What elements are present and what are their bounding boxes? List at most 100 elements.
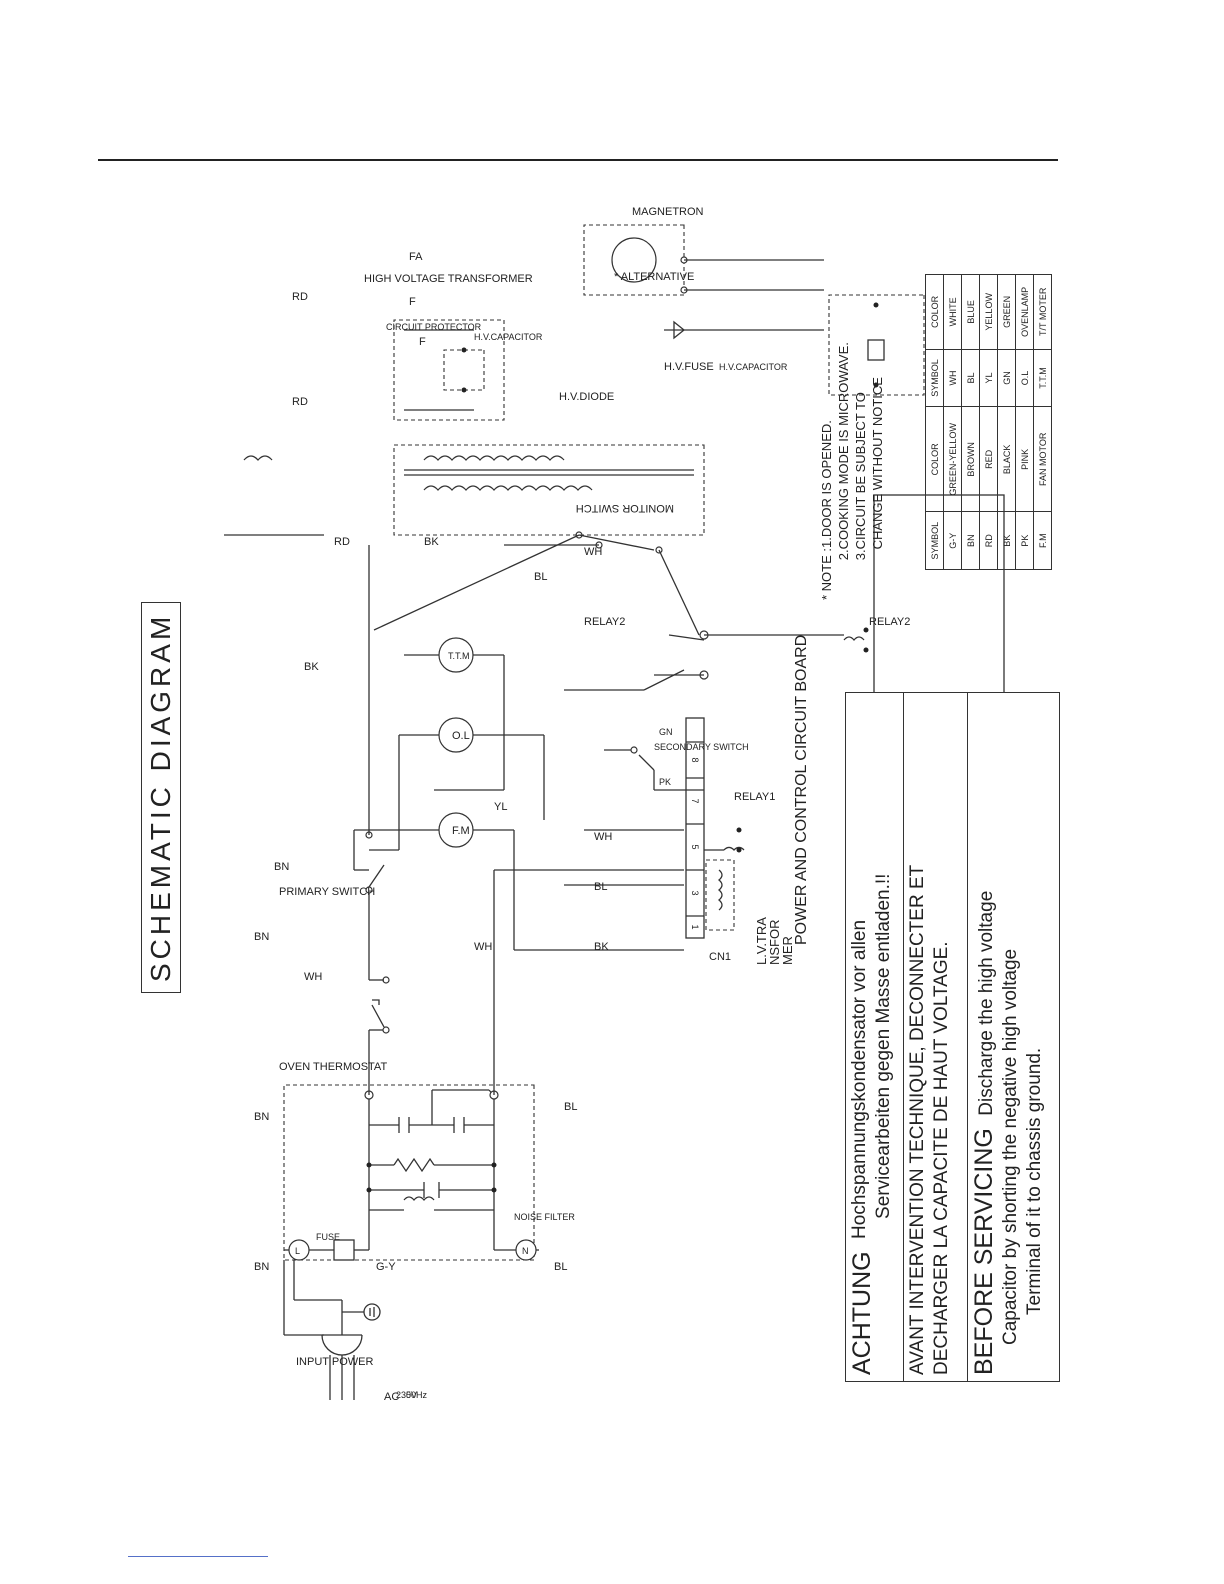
wire-bk-3: BK — [594, 941, 609, 953]
table-cell: BN — [961, 511, 980, 570]
relay2-contact-label: RELAY2 — [584, 616, 625, 628]
wire-bk-2: BK — [304, 661, 319, 673]
connector-cn1: 1 3 5 7 8 — [685, 717, 705, 939]
header-rule — [98, 159, 1058, 161]
color-table: SYMBOL COLOR SYMBOL COLOR G-Y GREEN-YELL… — [925, 274, 1052, 570]
noise-filter-label: NOISE FILTER — [514, 1212, 575, 1222]
french-line-2: DECHARGER LA CAPACITE DE HAUT VOLTAGE. — [931, 941, 952, 1375]
table-cell: RD — [979, 511, 998, 570]
ac-label: AC — [384, 1391, 399, 1400]
table-cell: PK — [1015, 511, 1034, 570]
ol-label: O.L — [452, 730, 470, 742]
ground-symbol — [342, 1303, 381, 1321]
achtung-row: ACHTUNG Hochspannungskondensator vor all… — [846, 693, 904, 1381]
table-cell: BLUE — [961, 274, 980, 350]
alternative-box — [828, 294, 925, 396]
primary-switch — [365, 831, 385, 894]
before-servicing-title: BEFORE SERVICING — [970, 1128, 998, 1375]
table-cell: BLACK — [997, 406, 1016, 512]
color-table-header: SYMBOL COLOR SYMBOL COLOR — [925, 274, 944, 570]
pin-7: 7 — [690, 798, 700, 803]
french-warning-row: AVANT INTERVENTION TECHNIQUE, DECONNECTE… — [904, 693, 968, 1381]
relay2-coil — [843, 627, 869, 653]
table-cell: BROWN — [961, 406, 980, 512]
lv-transformer-label: L.V.TRA NSFOR MER — [754, 917, 795, 965]
hv-diode — [664, 320, 824, 340]
color-table-row: G-Y GREEN-YELLOW WH WHITE — [943, 274, 962, 570]
before-line-3: Terminal of it to chassis ground. — [1024, 1047, 1045, 1315]
hv-secondary-coil — [423, 455, 565, 461]
table-cell: BK — [997, 511, 1016, 570]
table-cell: T.T.M — [1033, 349, 1052, 407]
color-table-row: PK PINK O.L OVENLAMP — [1015, 274, 1034, 570]
table-cell: OVENLAMP — [1015, 274, 1034, 350]
hv-fuse-label: H.V.FUSE — [664, 361, 714, 373]
relay2-contact — [668, 630, 709, 680]
power-board-label: POWER AND CONTROL CIRCUIT BOARD — [793, 634, 810, 945]
before-servicing-row: BEFORE SERVICING Discharge the high volt… — [968, 693, 1049, 1381]
before-line-2: Capacitor by shorting the negative high … — [1000, 948, 1021, 1345]
g-y-label: G-Y — [376, 1261, 396, 1273]
footer-link-rule — [128, 1556, 268, 1557]
lv-transformer — [705, 859, 735, 931]
table-cell: YELLOW — [979, 274, 998, 350]
table-cell: GN — [997, 349, 1016, 407]
wire-wh-3: WH — [594, 831, 612, 843]
hv-fuse-alt — [867, 302, 885, 388]
secondary-switch — [604, 746, 704, 791]
table-cell: O.L — [1015, 349, 1034, 407]
hv-capacitor — [443, 347, 485, 393]
pin-5: 5 — [690, 844, 700, 849]
table-cell: WHITE — [943, 274, 962, 350]
hv-diode-label: H.V.DIODE — [559, 391, 614, 403]
before-line-1: Discharge the high voltage — [976, 890, 997, 1116]
cn1-label: CN1 — [709, 951, 731, 963]
oven-thermostat — [371, 976, 390, 1034]
wire-bl-1: BL — [554, 1261, 567, 1273]
relay2-coil-label: RELAY2 — [869, 616, 910, 628]
circuit-protector-box — [393, 319, 505, 421]
wire-wh-1: WH — [304, 971, 322, 983]
service-warning-box: ACHTUNG Hochspannungskondensator vor all… — [845, 692, 1060, 1382]
header-cell: COLOR — [925, 406, 944, 512]
achtung-line-2: Servicearbeiten gegen Masse entladen.!! — [873, 873, 894, 1219]
wire-bl-4: BL — [534, 571, 547, 583]
filter-capacitor-y — [369, 1089, 497, 1133]
schematic-wiring: 1 3 5 7 8 — [224, 206, 1005, 1400]
color-table-row: BK BLACK GN GREEN — [997, 274, 1016, 570]
input-power-plug — [283, 1260, 363, 1400]
wire-bn-2: BN — [254, 1261, 269, 1273]
magnetron-tube — [611, 237, 657, 283]
primary-rd-label: RD — [334, 536, 350, 548]
noise-filter-box — [283, 1084, 535, 1261]
color-table-row: F.M FAN MOTOR T.T.M T/T MOTER — [1033, 274, 1052, 570]
french-line-1: AVANT INTERVENTION TECHNIQUE, DECONNECTE… — [907, 864, 928, 1375]
page-title: SCHEMATIC DIAGRAM — [141, 601, 181, 993]
table-cell: FAN MOTOR — [1033, 406, 1052, 512]
primary-switch-label: PRIMARY SWITCH — [279, 886, 375, 898]
wire-wh-4: WH — [584, 546, 602, 558]
choke-coil — [369, 1196, 494, 1211]
frequency-label: 50Hz — [406, 1390, 428, 1400]
monitor-switch-label: MONITOR SWITCH — [576, 502, 674, 514]
table-cell: G-Y — [943, 511, 962, 570]
ttm-label: T.T.M — [448, 651, 470, 661]
filter-capacitor-x — [369, 1182, 494, 1198]
pin-1: 1 — [690, 924, 700, 929]
hv-primary-coil — [423, 485, 593, 491]
magnetron-label: MAGNETRON — [632, 206, 704, 218]
color-table-row: BN BROWN BL BLUE — [961, 274, 980, 570]
rd-label-2: RD — [292, 291, 308, 303]
table-cell: F.M — [1033, 511, 1052, 570]
fa-label: FA — [409, 251, 423, 263]
circuit-protector-label: CIRCUIT PROTECTOR — [386, 322, 482, 332]
f-diode-label: F — [419, 336, 426, 348]
wire-yl: YL — [494, 801, 507, 813]
hv-transformer-label: HIGH VOLTAGE TRANSFORMER — [364, 273, 533, 285]
wire-bl-2: BL — [564, 1101, 577, 1113]
fuse-symbol — [309, 1239, 369, 1261]
filament-coil — [243, 455, 273, 461]
wire-bn-3: BN — [254, 931, 269, 943]
wire-wh-2: WH — [474, 941, 492, 953]
table-cell: PINK — [1015, 406, 1034, 512]
